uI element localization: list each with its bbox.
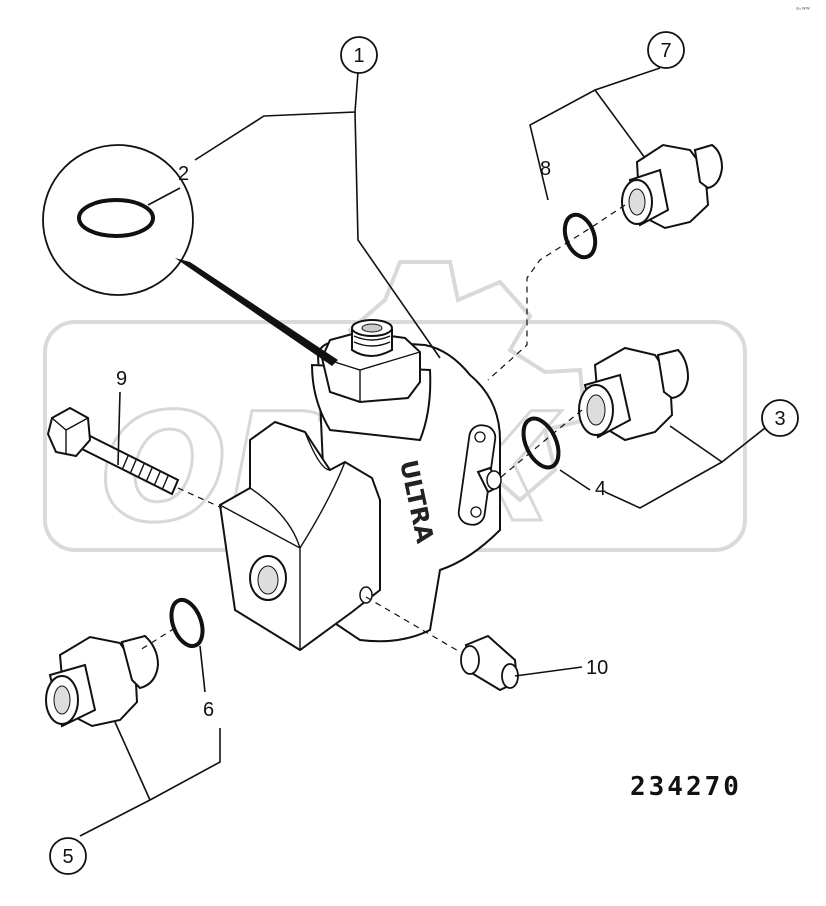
fitting-7-bore — [628, 188, 646, 216]
side-hole — [359, 586, 373, 604]
o-ring-2 — [77, 198, 155, 238]
callout-7: 7 — [647, 31, 685, 69]
svg-text:5: 5 — [62, 846, 73, 868]
o-ring-6 — [169, 597, 205, 649]
fitting-3-bore — [586, 394, 606, 426]
top-fitting — [351, 329, 393, 357]
label-10: 10 — [586, 657, 608, 679]
fitting-5-thread-rear — [120, 634, 160, 690]
o-ring-8 — [562, 212, 598, 260]
fitting-3 — [578, 346, 690, 442]
front-port-inner — [257, 565, 279, 595]
label-9: 9 — [116, 368, 127, 390]
label-6: 6 — [203, 699, 214, 721]
assembly-lines — [139, 204, 626, 653]
callout-3: 3 — [761, 399, 799, 437]
drawing-number: 234270 — [630, 772, 742, 802]
svg-text:7: 7 — [660, 40, 671, 62]
fitting-5-bore — [53, 685, 71, 715]
detail-view — [42, 144, 338, 366]
side-plate-screw-top — [474, 431, 486, 443]
leader-lines — [79, 67, 766, 837]
side-stub-end — [486, 470, 502, 490]
label-2: 2 — [178, 163, 189, 185]
bolt-9-head-edges — [51, 417, 89, 454]
svg-text:1: 1 — [353, 45, 364, 67]
callout-5: 5 — [49, 837, 87, 875]
fitting-3-thread-rear — [656, 348, 690, 400]
corner-mark: ᵃ˒ʷʷ — [796, 5, 810, 14]
bolt-9 — [46, 406, 180, 496]
valve-body-saddle — [249, 431, 346, 549]
detail-pointer — [175, 258, 338, 366]
top-fitting-bore — [361, 323, 383, 333]
o-ring-4 — [521, 416, 561, 470]
top-fitting-threads — [353, 335, 391, 347]
side-plate-screw-bottom — [470, 506, 482, 518]
callout-1: 1 — [340, 36, 378, 74]
label-8: 8 — [540, 158, 551, 180]
nozzle-10 — [460, 634, 519, 692]
bolt-9-threads — [121, 455, 169, 491]
fitting-7 — [621, 143, 724, 230]
detail-circle — [42, 144, 194, 296]
fitting-5 — [45, 634, 160, 728]
fitting-7-thread-rear — [693, 143, 724, 190]
svg-text:3: 3 — [774, 408, 785, 430]
valve-body: ULTRA — [218, 319, 502, 652]
bolt-9-head — [46, 406, 92, 458]
nozzle-10-base — [460, 645, 480, 675]
label-4: 4 — [595, 478, 606, 500]
